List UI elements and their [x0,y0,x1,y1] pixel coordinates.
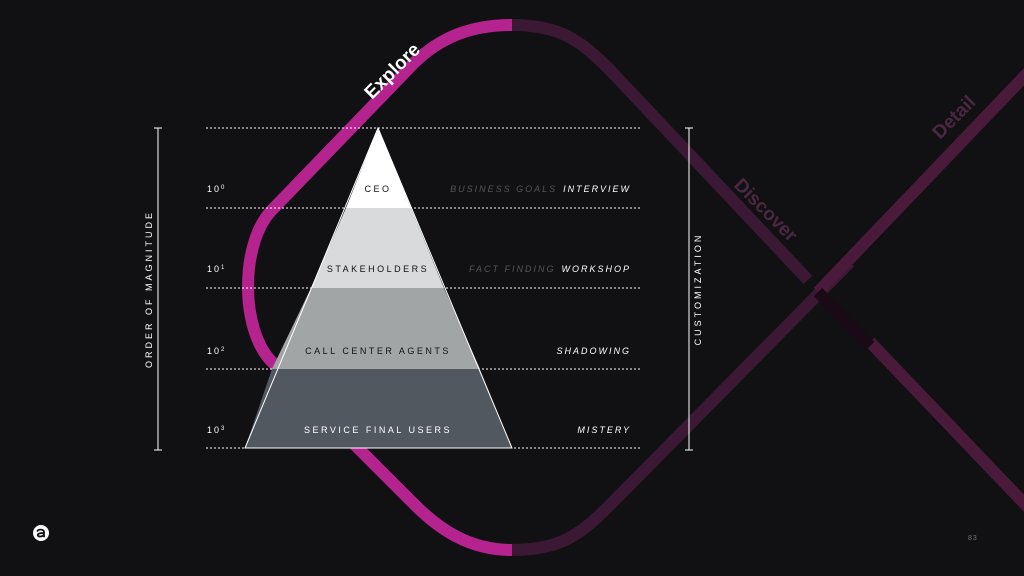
exponent-1: 1 [221,265,226,271]
exponent-0: 0 [221,185,226,191]
pyramid-tier-4 [245,369,512,448]
svg-text:101: 101 [207,264,226,274]
svg-text:100: 100 [207,184,226,194]
detail-path [813,68,1024,297]
pyramid-tier-1 [346,128,411,208]
right-axis-bracket [685,127,693,451]
right-axis-label: CUSTOMIZATION [693,233,703,346]
tier-label-2: CALL CENTER AGENTS [305,346,451,356]
left-axis-bracket [154,127,162,451]
discover-path [511,19,813,285]
magnitude-2: 10 [207,346,221,356]
tier-label-0: CEO [364,184,391,194]
exponent-2: 2 [221,347,226,353]
method-3: MISTERY [577,425,631,435]
svg-text:103: 103 [207,425,226,435]
magnitude-3: 10 [207,425,221,435]
method-muted-0: BUSINESS GOALS [450,184,557,194]
method-2: SHADOWING [556,346,631,356]
pyramid-tier-3 [272,288,480,369]
tier-row-0: 100 CEO BUSINESS GOALS INTERVIEW [207,184,631,194]
discover-path-bottom [511,257,855,556]
pyramid-tier-2 [311,208,444,288]
exponent-3: 3 [221,426,226,432]
svg-text:102: 102 [207,346,226,356]
detail-path-lower [865,337,1024,512]
left-axis-label: ORDER OF MAGNITUDE [144,210,154,368]
crossing-shadow [813,287,875,351]
explore-label: Explore [361,39,425,103]
brand-logo-icon [32,524,50,542]
page-number: 83 [968,535,978,542]
method-0: INTERVIEW [563,184,631,194]
explore-path [242,19,513,556]
magnitude-1: 10 [207,264,221,274]
tier-row-2: 102 CALL CENTER AGENTS SHADOWING [207,346,631,356]
method-1: WORKSHOP [561,264,631,274]
magnitude-0: 10 [207,184,221,194]
tier-row-1: 101 STAKEHOLDERS FACT FINDING WORKSHOP [207,264,631,274]
tier-label-1: STAKEHOLDERS [327,264,429,274]
tier-row-3: 103 SERVICE FINAL USERS MISTERY [207,425,631,435]
pyramid [244,126,513,449]
method-muted-1: FACT FINDING [469,264,555,274]
tier-label-3: SERVICE FINAL USERS [304,425,452,435]
